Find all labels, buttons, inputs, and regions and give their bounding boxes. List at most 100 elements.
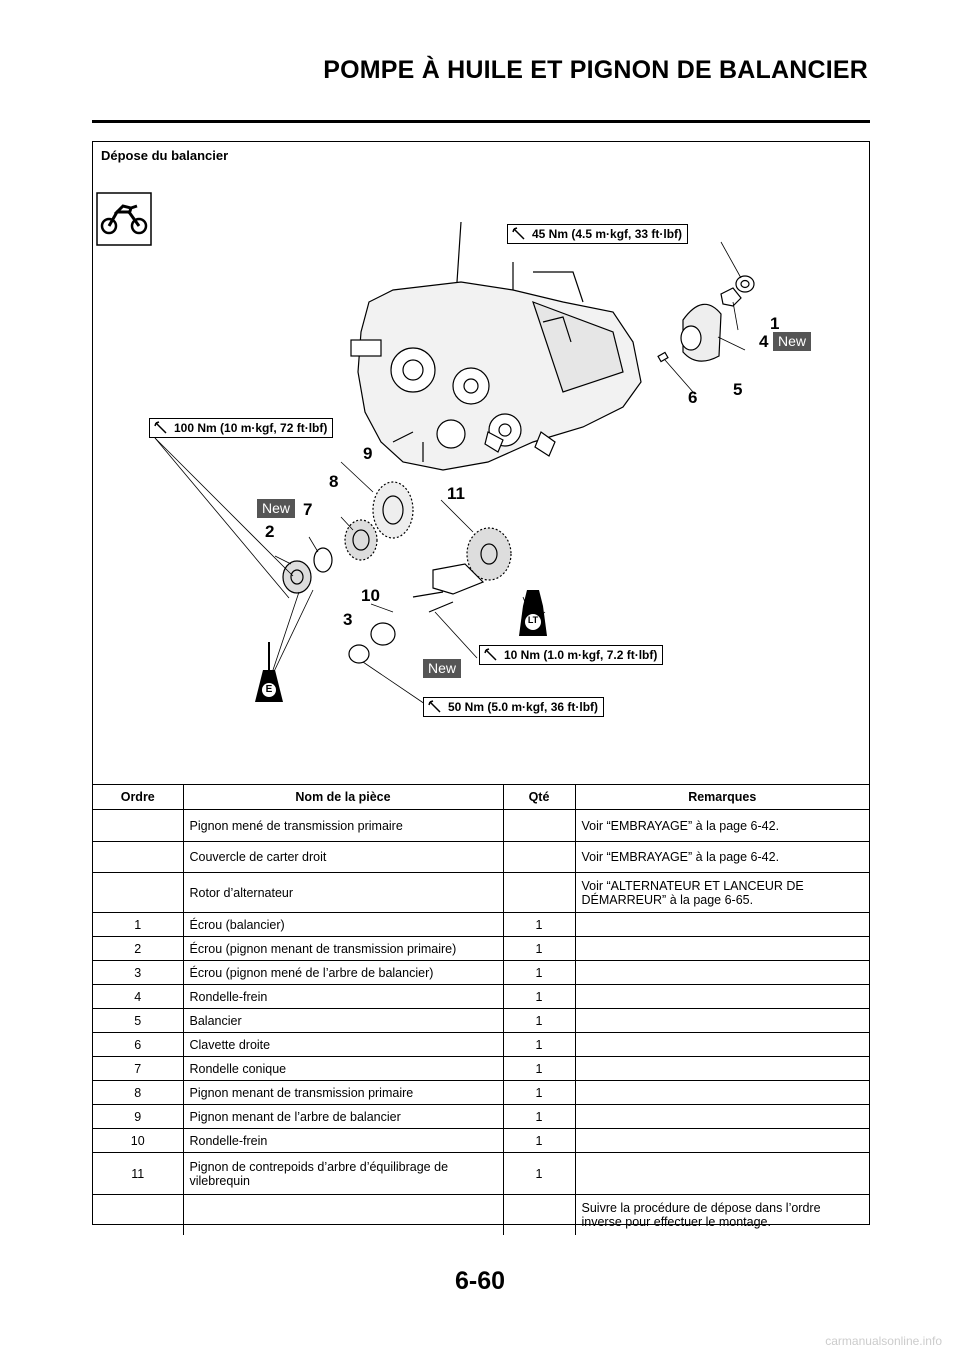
e-label: E [265,684,273,695]
torque-spec-balancer-nut: 45 Nm (4.5 m·kgf, 33 ft·lbf) [507,224,689,244]
row-qty [503,1194,576,1235]
table-row: 6 Clavette droite 1 [93,1032,869,1057]
row-order: 8 [93,1080,184,1105]
row-order [93,841,184,873]
torque-spec-screws: 10 Nm (1.0 m·kgf, 7.2 ft·lbf) [479,645,664,665]
callout-6: 6 [688,388,698,407]
table-row: 7 Rondelle conique 1 [93,1056,869,1081]
callout-3: 3 [343,610,353,629]
new-badge: New [257,499,296,518]
row-qty: 1 [503,1080,576,1105]
row-remarks [575,960,869,985]
row-qty: 1 [503,1032,576,1057]
row-remarks [575,1128,869,1153]
row-order: 11 [93,1152,184,1195]
row-qty: 1 [503,1056,576,1081]
row-name: Écrou (balancier) [183,912,504,937]
callout-2: 2 [265,522,275,541]
exploded-diagram: 45 Nm (4.5 m·kgf, 33 ft·lbf) 100 Nm (10 … [93,142,869,782]
header-name: Nom de la pièce [183,784,504,810]
motorcycle-icon [96,192,152,246]
row-remarks [575,936,869,961]
wrench-icon [428,700,441,713]
row-order: 6 [93,1032,184,1057]
row-name: Rondelle-frein [183,984,504,1009]
row-remarks [575,1056,869,1081]
row-qty: 1 [503,1008,576,1033]
gear-parts [282,481,512,664]
table-row: 3 Écrou (pignon mené de l’arbre de balan… [93,960,869,985]
row-name: Pignon de contrepoids d’arbre d’équilibr… [183,1152,504,1195]
table-row: 9 Pignon menant de l’arbre de balancier … [93,1104,869,1129]
row-name: Pignon menant de transmission primaire [183,1080,504,1105]
row-qty: 1 [503,1152,576,1195]
table-row: Couvercle de carter droit Voir “EMBRAYAG… [93,841,869,873]
row-qty: 1 [503,1128,576,1153]
row-name [183,1194,504,1235]
row-remarks: Voir “EMBRAYAGE” à la page 6-42. [575,841,869,873]
callout-10: 10 [361,586,380,605]
row-qty [503,872,576,913]
wrench-icon [154,421,167,434]
row-name: Pignon mené de transmission primaire [183,809,504,842]
torque-value: 50 Nm (5.0 m·kgf, 36 ft·lbf) [448,700,599,714]
row-remarks: Voir “EMBRAYAGE” à la page 6-42. [575,809,869,842]
row-order: 9 [93,1104,184,1129]
row-name: Rondelle conique [183,1056,504,1081]
table-row: 11 Pignon de contrepoids d’arbre d’équil… [93,1152,869,1195]
callout-4: 4 [759,332,769,351]
row-qty [503,841,576,873]
table-row: 8 Pignon menant de transmission primaire… [93,1080,869,1105]
table-header-row: Ordre Nom de la pièce Qté Remarques [93,784,869,810]
callout-5: 5 [733,380,743,399]
row-remarks [575,1032,869,1057]
row-name: Rondelle-frein [183,1128,504,1153]
table-row: 4 Rondelle-frein 1 [93,984,869,1009]
row-name: Rotor d’alternateur [183,872,504,913]
lt-label: LT [527,615,539,625]
row-order [93,809,184,842]
header-qty: Qté [503,784,576,810]
callout-7: 7 [303,500,313,519]
table-row: Pignon mené de transmission primaire Voi… [93,809,869,842]
row-name: Clavette droite [183,1032,504,1057]
row-order: 5 [93,1008,184,1033]
row-order: 4 [93,984,184,1009]
title-divider [92,120,870,123]
row-remarks [575,1104,869,1129]
content-frame: Dépose du balancier [92,141,870,1235]
row-qty: 1 [503,936,576,961]
balancer-parts [657,275,755,363]
leader-lines [154,241,746,705]
page-title: POMPE À HUILE ET PIGNON DE BALANCIER [323,56,868,84]
callout-9: 9 [363,444,373,463]
new-badge: New [423,659,462,678]
watermark: carmanualsonline.info [825,1334,942,1348]
torque-spec-driven-gear-nut: 50 Nm (5.0 m·kgf, 36 ft·lbf) [423,697,605,717]
row-name: Écrou (pignon menant de transmission pri… [183,936,504,961]
wrench-icon [512,227,525,240]
row-remarks [575,1152,869,1195]
row-order: 2 [93,936,184,961]
row-remarks [575,1080,869,1105]
row-remarks: Suivre la procédure de dépose dans l’ord… [581,1200,821,1229]
header-remarks: Remarques [575,784,869,810]
new-badge: New [773,332,812,351]
row-remarks [575,912,869,937]
callout-8: 8 [329,472,339,491]
locktite-icon [519,590,547,636]
header-order: Ordre [93,784,184,810]
page-number: 6-60 [454,1267,506,1295]
callout-11: 11 [447,484,465,503]
table-row: 5 Balancier 1 [93,1008,869,1033]
row-order: 3 [93,960,184,985]
row-name: Écrou (pignon mené de l’arbre de balanci… [183,960,504,985]
diagram-drawing [96,192,755,705]
row-remarks [575,1008,869,1033]
table-row: 1 Écrou (balancier) 1 [93,912,869,937]
row-name: Pignon menant de l’arbre de balancier [183,1104,504,1129]
row-order: 10 [93,1128,184,1153]
row-order: 7 [93,1056,184,1081]
row-qty: 1 [503,1104,576,1129]
row-qty [503,809,576,842]
